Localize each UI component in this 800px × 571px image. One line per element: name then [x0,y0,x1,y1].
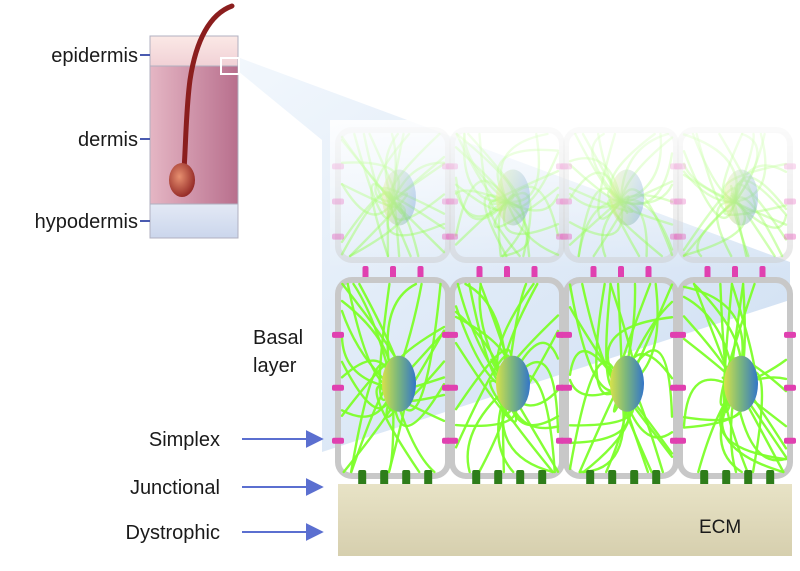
desmosome [362,266,369,280]
desmosome [446,437,458,444]
keratin-filament [718,386,788,461]
desmosome [417,266,424,280]
nucleus [724,355,758,412]
hair-bulb [169,163,195,197]
desmosome [674,437,686,444]
desmosome [590,266,597,280]
hypodermis-label: hypodermis [34,211,138,233]
inset-box [220,57,240,75]
epidermis-label: epidermis [51,45,138,67]
upper-fade [330,120,800,270]
nucleus [610,355,644,412]
desmosome [560,384,572,391]
cell-membrane [677,277,793,479]
skin-section [149,3,240,239]
desmosome [560,437,572,444]
dermis-label: dermis [77,129,138,151]
desmosome [759,266,766,280]
desmosome [390,266,396,280]
desmosome [332,331,344,338]
dystrophic-label: Dystrophic [125,522,220,544]
nucleus [382,355,416,412]
desmosome [784,437,796,444]
desmosome [332,384,344,391]
desmosome [784,384,796,391]
desmosome [560,331,572,338]
ecm-block [338,484,792,556]
desmosome [531,266,538,280]
desmosome [784,331,796,338]
desmosome [446,384,458,391]
nucleus [496,355,530,412]
hypodermis-layer [149,203,239,239]
desmosome [446,331,458,338]
desmosome [645,266,652,280]
basal-label-line2: layer [253,355,297,377]
desmosome [674,331,686,338]
desmosome [476,266,483,280]
desmosome [704,266,711,280]
desmosome [332,437,344,444]
basal-label-line1: Basal [253,327,304,349]
desmosome [732,266,738,280]
basal-layer-tissue [330,120,800,492]
desmosome [674,384,686,391]
ecm-label: ECM [699,517,742,538]
desmosome [504,266,510,280]
desmosome [618,266,624,280]
junctional-label: Junctional [129,477,220,499]
simplex-label: Simplex [148,429,220,451]
hair-shaft [181,3,235,173]
cell-membrane [335,277,451,479]
cell-membrane [449,277,565,479]
cell-membrane [563,277,679,479]
